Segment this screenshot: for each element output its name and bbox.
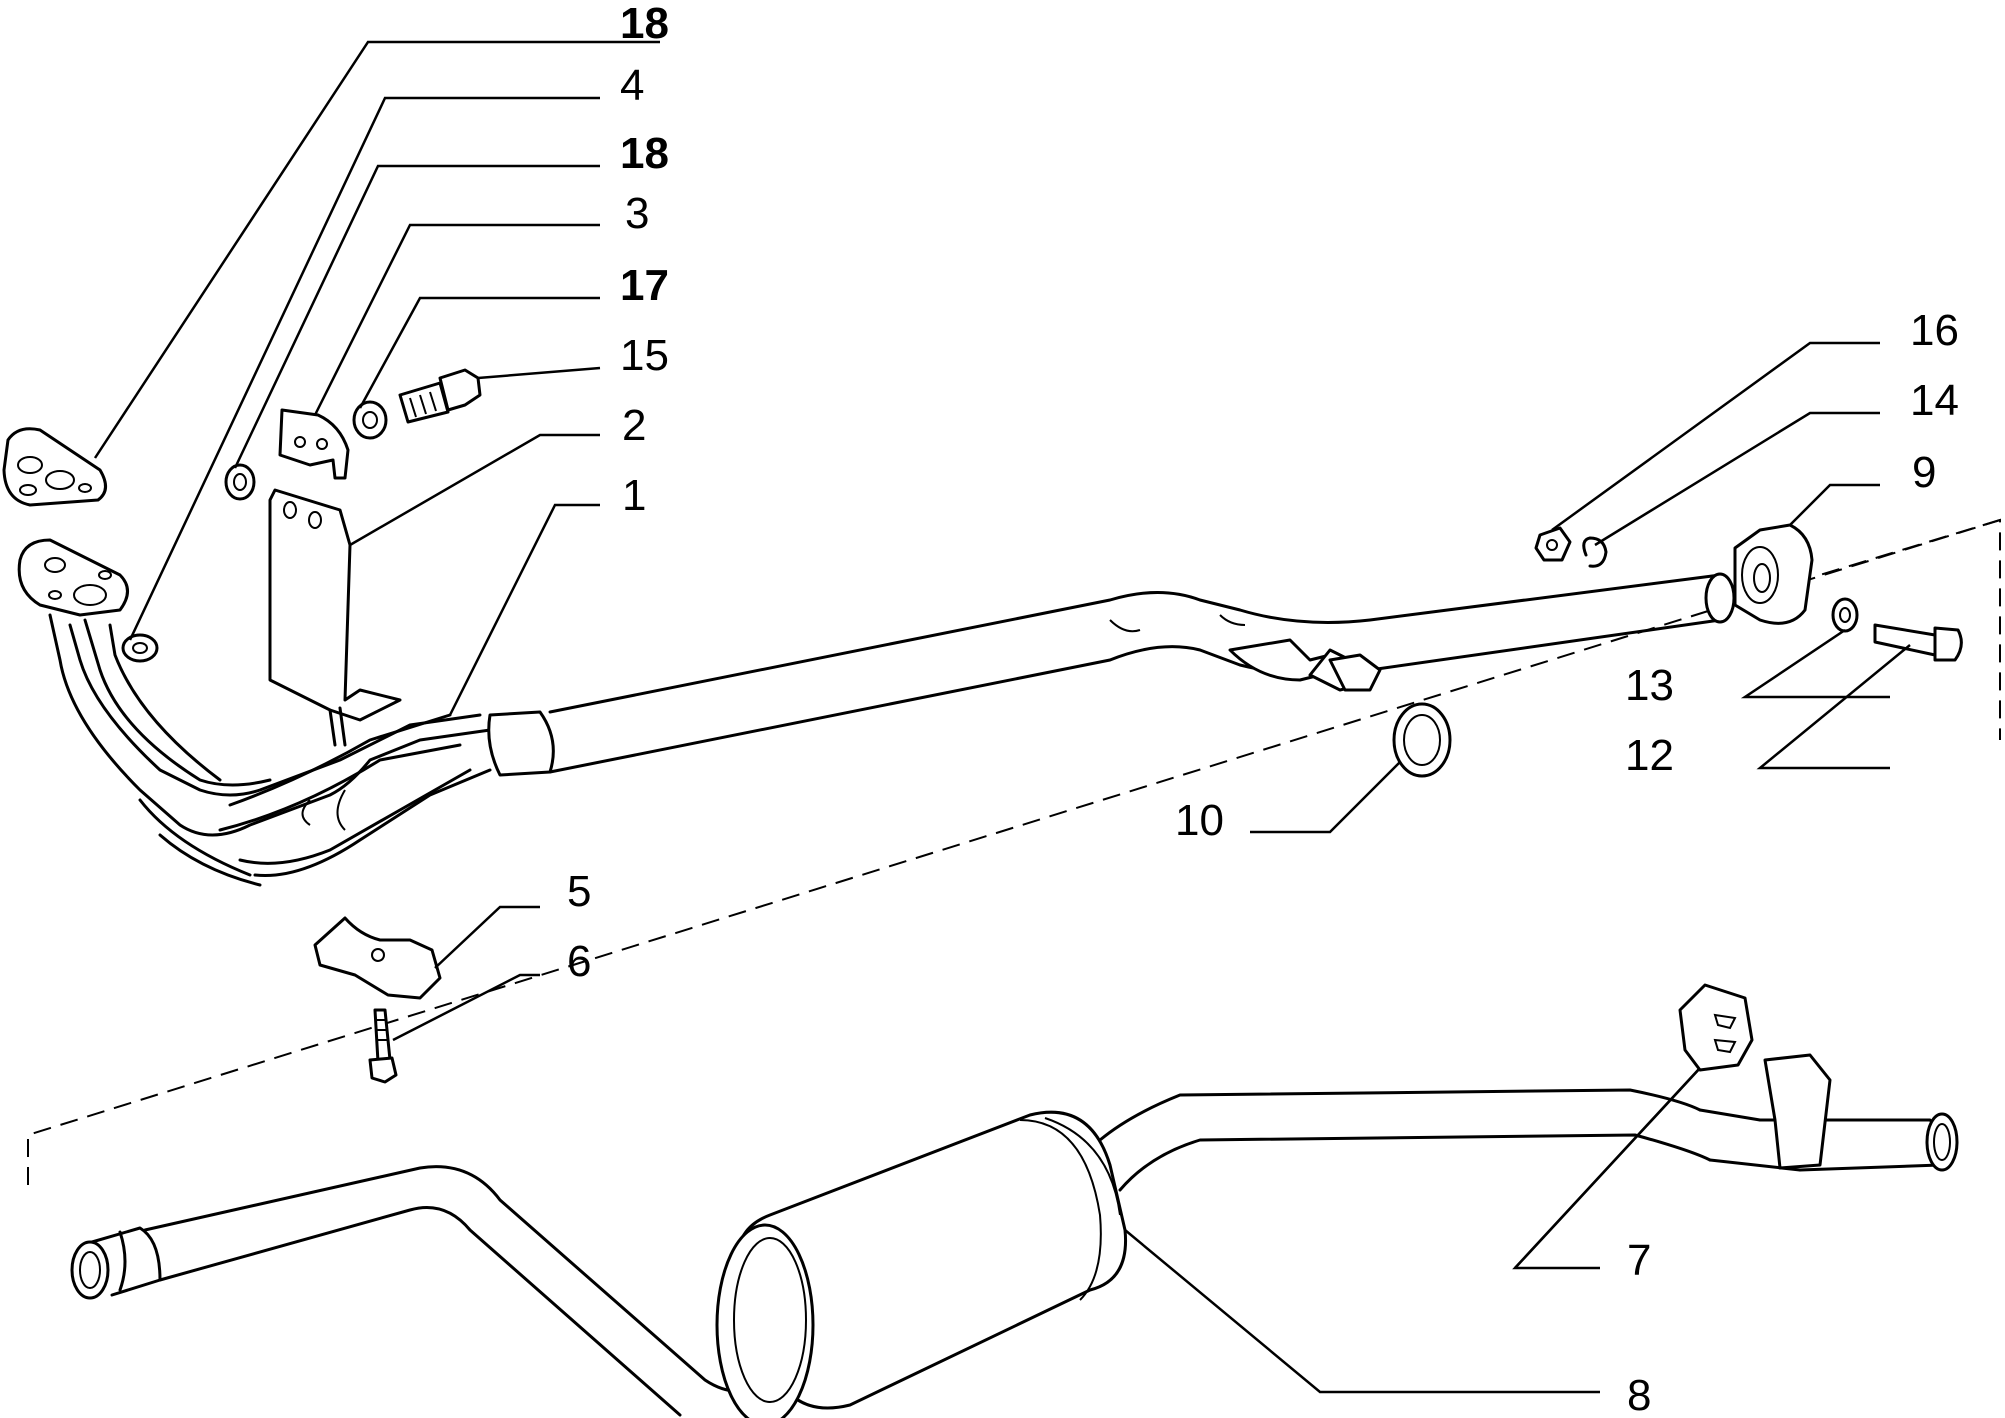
part-5-clamp	[313, 916, 442, 1000]
part-7-rubber-hanger	[1678, 983, 1754, 1072]
callout-14: 14	[1910, 376, 1959, 425]
callout-12: 12	[1625, 731, 1674, 780]
part-16-nut	[1534, 526, 1572, 562]
callout-17: 17	[620, 261, 669, 310]
callout-3: 3	[625, 189, 649, 238]
part-1-front-exhaust-pipe	[17, 538, 1736, 887]
part-17-washer	[352, 400, 388, 440]
callout-7: 7	[1627, 1236, 1651, 1285]
part-9-rubber-mount	[1733, 523, 1814, 625]
callout-5: 5	[567, 867, 591, 916]
part-8-rear-silencer-assembly	[70, 1053, 1959, 1418]
callout-18-washer: 18	[620, 129, 669, 178]
callout-15: 15	[620, 331, 669, 380]
callout-16: 16	[1910, 306, 1959, 355]
callout-9: 9	[1912, 448, 1936, 497]
part-6-bolt	[368, 1008, 398, 1084]
callout-18-gasket: 18	[620, 0, 669, 48]
part-15-bolt	[398, 368, 482, 424]
part-18-manifold-gasket	[2, 427, 107, 507]
leader-lines	[93, 40, 1911, 1394]
separator-frame	[27, 518, 2001, 1185]
callout-13: 13	[1625, 661, 1674, 710]
part-13-washer	[1831, 597, 1859, 633]
callout-8: 8	[1627, 1371, 1651, 1418]
part-4-nut	[121, 633, 159, 663]
part-18-washer	[224, 463, 256, 501]
part-14-lock-washer	[1582, 536, 1608, 568]
callout-6: 6	[567, 937, 591, 986]
part-10-gasket-ring	[1392, 702, 1452, 778]
callout-labels: 18 4 18 3 17 15 2 1 16 14 9 13 12 10 5 6…	[567, 0, 1959, 1418]
part-12-bolt	[1873, 623, 1963, 662]
callout-1: 1	[622, 471, 646, 520]
callout-10: 10	[1175, 796, 1224, 845]
callout-2: 2	[622, 401, 646, 450]
callout-4: 4	[620, 61, 644, 110]
part-3-mounting-plate	[278, 408, 350, 480]
part-2-pipe-support-bracket	[268, 488, 402, 747]
